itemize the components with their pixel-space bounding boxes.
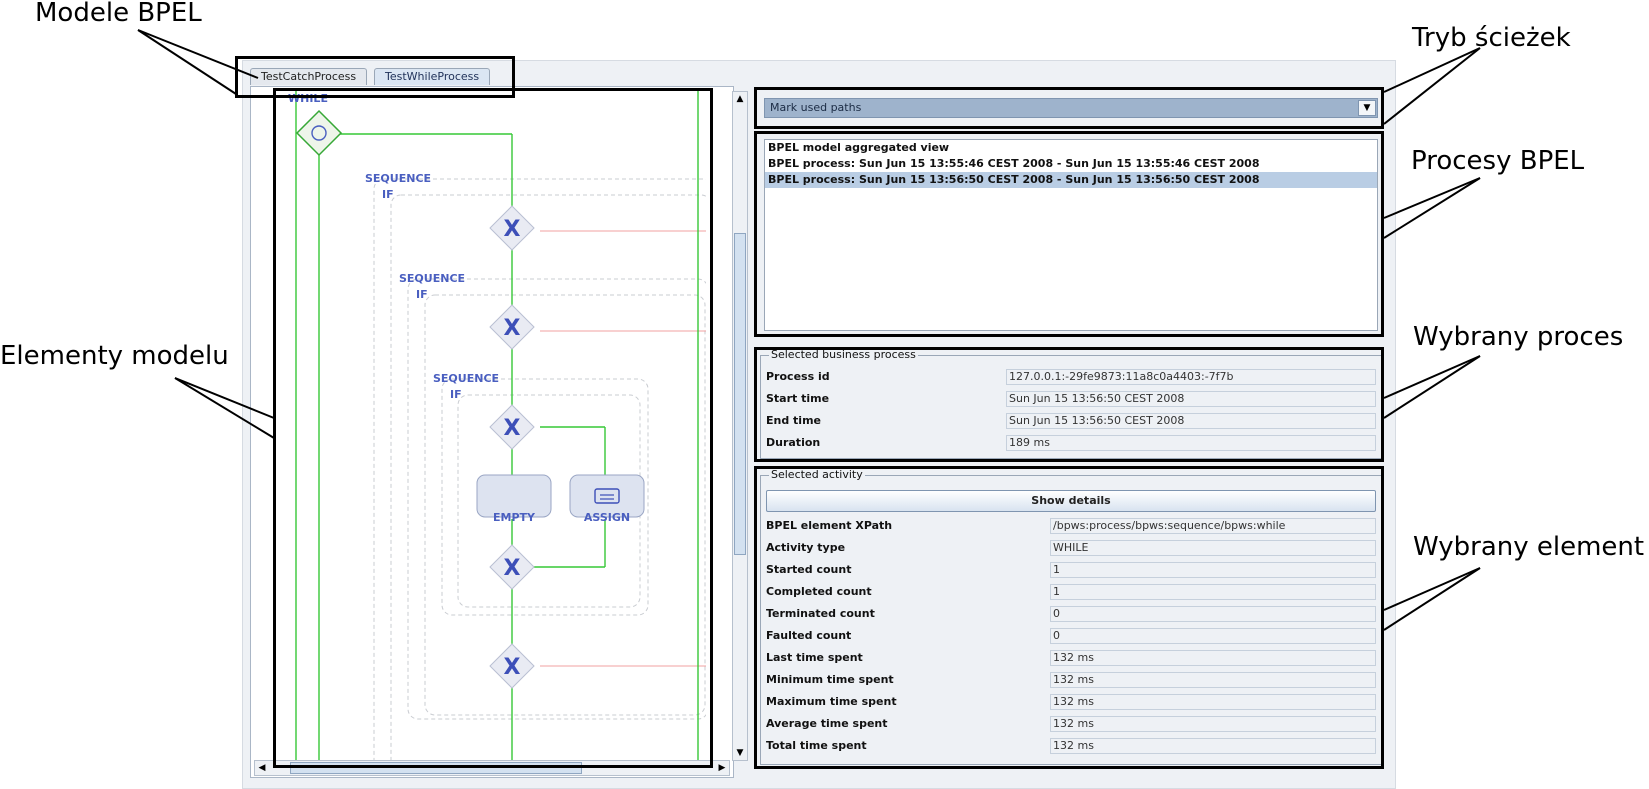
svg-text:X: X bbox=[504, 217, 521, 242]
annotation-modele-bpel: Modele BPEL bbox=[35, 0, 202, 28]
end-time-label: End time bbox=[766, 414, 821, 427]
assign-activity-node bbox=[569, 474, 645, 518]
process-list[interactable]: BPEL model aggregated view BPEL process:… bbox=[764, 139, 1378, 331]
flow-paths bbox=[295, 91, 699, 761]
label-assign: ASSIGN bbox=[584, 511, 630, 524]
scroll-right-icon[interactable]: ▶ bbox=[718, 763, 726, 773]
process-list-item[interactable]: BPEL process: Sun Jun 15 13:55:46 CEST 2… bbox=[768, 157, 1260, 170]
annotation-elementy-modelu: Elementy modelu bbox=[0, 341, 229, 371]
average-time-label: Average time spent bbox=[766, 717, 888, 730]
while-node bbox=[295, 109, 343, 157]
process-list-item[interactable]: BPEL model aggregated view bbox=[768, 141, 950, 154]
scroll-up-icon[interactable]: ▲ bbox=[736, 94, 744, 104]
svg-text:X: X bbox=[504, 416, 521, 441]
error-paths bbox=[540, 230, 706, 667]
label-if-3: IF bbox=[450, 388, 462, 401]
maximum-time-label: Maximum time spent bbox=[766, 695, 897, 708]
xpath-label: BPEL element XPath bbox=[766, 519, 893, 532]
annotation-wybrany-proces: Wybrany proces bbox=[1413, 322, 1624, 352]
faulted-count-label: Faulted count bbox=[766, 629, 852, 642]
scope-boxes bbox=[373, 178, 706, 761]
diagram-vertical-scrollbar[interactable]: ▲ ▼ bbox=[732, 91, 748, 761]
scroll-left-icon[interactable]: ◀ bbox=[258, 763, 266, 773]
empty-activity-node bbox=[476, 474, 552, 518]
minimum-time-value: 132 ms bbox=[1050, 672, 1376, 688]
xpath-value: /bpws:process/bpws:sequence/bpws:while bbox=[1050, 518, 1376, 534]
last-time-value: 132 ms bbox=[1050, 650, 1376, 666]
scroll-down-icon[interactable]: ▼ bbox=[736, 748, 744, 758]
last-time-label: Last time spent bbox=[766, 651, 863, 664]
maximum-time-value: 132 ms bbox=[1050, 694, 1376, 710]
chevron-down-icon[interactable]: ▼ bbox=[1358, 100, 1376, 116]
label-sequence-2: SEQUENCE bbox=[399, 272, 465, 285]
assign-icon bbox=[594, 488, 620, 504]
started-count-value: 1 bbox=[1050, 562, 1376, 578]
minimum-time-label: Minimum time spent bbox=[766, 673, 894, 686]
start-time-value: Sun Jun 15 13:56:50 CEST 2008 bbox=[1006, 391, 1376, 407]
group-title: Selected activity bbox=[769, 468, 865, 482]
process-list-item-selected[interactable]: BPEL process: Sun Jun 15 13:56:50 CEST 2… bbox=[765, 172, 1377, 188]
completed-count-label: Completed count bbox=[766, 585, 872, 598]
label-if-2: IF bbox=[416, 288, 428, 301]
label-empty: EMPTY bbox=[493, 511, 536, 524]
vertical-scroll-thumb[interactable] bbox=[734, 233, 746, 555]
tab-test-while-process[interactable]: TestWhileProcess bbox=[374, 68, 491, 85]
start-time-label: Start time bbox=[766, 392, 830, 405]
sequence-scope-1 bbox=[373, 178, 706, 761]
sequence-scope-3 bbox=[441, 378, 649, 616]
while-loop-border bbox=[295, 91, 699, 761]
activity-type-label: Activity type bbox=[766, 541, 846, 554]
show-details-button[interactable]: Show details bbox=[766, 490, 1376, 512]
svg-text:X: X bbox=[504, 655, 521, 680]
svg-text:X: X bbox=[504, 556, 521, 581]
path-mode-select[interactable]: Mark used paths ▼ bbox=[764, 98, 1378, 118]
average-time-value: 132 ms bbox=[1050, 716, 1376, 732]
annotation-tryb-sciezek: Tryb ścieżek bbox=[1412, 23, 1571, 53]
label-sequence-3: SEQUENCE bbox=[433, 372, 499, 385]
group-title: Selected business process bbox=[769, 348, 918, 362]
label-sequence-1: SEQUENCE bbox=[365, 172, 431, 185]
completed-count-value: 1 bbox=[1050, 584, 1376, 600]
svg-text:X: X bbox=[504, 316, 521, 341]
duration-value: 189 ms bbox=[1006, 435, 1376, 451]
bpel-diagram: X X X X X WHILE SEQUENCE IF SEQUENCE IF … bbox=[288, 91, 706, 761]
if-gateway-nodes bbox=[489, 205, 535, 689]
total-time-value: 132 ms bbox=[1050, 738, 1376, 754]
sequence-scope-2 bbox=[407, 278, 706, 720]
diagram-canvas[interactable]: X X X X X WHILE SEQUENCE IF SEQUENCE IF … bbox=[270, 91, 706, 761]
gateway-x-marks: X X X X X bbox=[504, 217, 521, 680]
end-time-value: Sun Jun 15 13:56:50 CEST 2008 bbox=[1006, 413, 1376, 429]
total-time-label: Total time spent bbox=[766, 739, 867, 752]
label-if-1: IF bbox=[382, 188, 394, 201]
terminated-count-value: 0 bbox=[1050, 606, 1376, 622]
duration-label: Duration bbox=[766, 436, 821, 449]
annotation-procesy-bpel: Procesy BPEL bbox=[1411, 146, 1585, 176]
tab-test-catch-process[interactable]: TestCatchProcess bbox=[250, 68, 368, 85]
faulted-count-value: 0 bbox=[1050, 628, 1376, 644]
path-mode-value: Mark used paths bbox=[770, 101, 862, 114]
process-id-value: 127.0.0.1:-29fe9873:11a8c0a4403:-7f7b bbox=[1006, 369, 1376, 385]
annotation-wybrany-element: Wybrany element bbox=[1413, 532, 1645, 562]
if-scope-1 bbox=[390, 194, 706, 761]
process-id-label: Process id bbox=[766, 370, 830, 383]
if-scope-2 bbox=[424, 294, 706, 716]
activity-type-value: WHILE bbox=[1050, 540, 1376, 556]
terminated-count-label: Terminated count bbox=[766, 607, 875, 620]
started-count-label: Started count bbox=[766, 563, 852, 576]
